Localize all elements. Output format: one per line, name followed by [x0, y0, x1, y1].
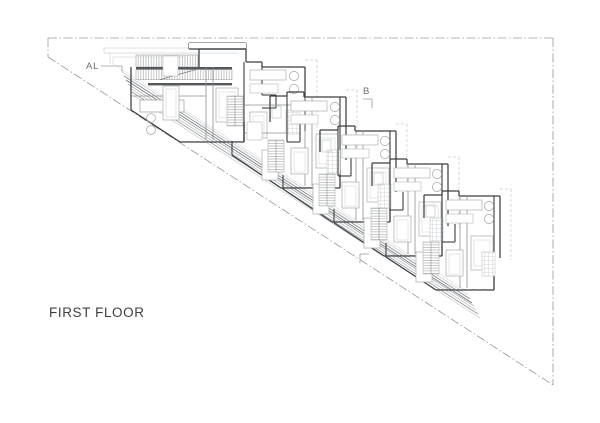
site-boundary	[47, 37, 554, 386]
unit-1-balcony-edge	[305, 59, 318, 131]
housing-unit-5	[385, 188, 512, 291]
section-marker-al-label: AL	[86, 61, 99, 72]
page-title: FIRST FLOOR	[49, 305, 145, 320]
unit-1-internal-stair	[226, 95, 244, 127]
unit-2-furniture	[246, 100, 341, 181]
unit-4-furniture	[363, 167, 444, 249]
unit-1-floor-edge	[186, 141, 240, 143]
unit-3-internal-stair	[318, 173, 336, 207]
section-marker-al: AL	[86, 61, 123, 72]
housing-unit-2	[231, 89, 358, 189]
unit-2-balcony-edge	[346, 89, 358, 160]
unit-5-floor-edge	[442, 289, 486, 291]
unit-5-balcony-edge	[500, 188, 512, 260]
housing-unit-4	[333, 156, 460, 257]
section-marker-b-label: B	[363, 86, 370, 97]
unit-5-furniture	[415, 199, 496, 283]
section-marker-b-bottom	[359, 253, 369, 263]
unit-2-internal-stair	[267, 139, 285, 173]
section-marker-b-top: B	[363, 86, 373, 108]
unit-5-internal-stair	[422, 241, 440, 275]
unit-4-internal-stair	[370, 207, 388, 241]
